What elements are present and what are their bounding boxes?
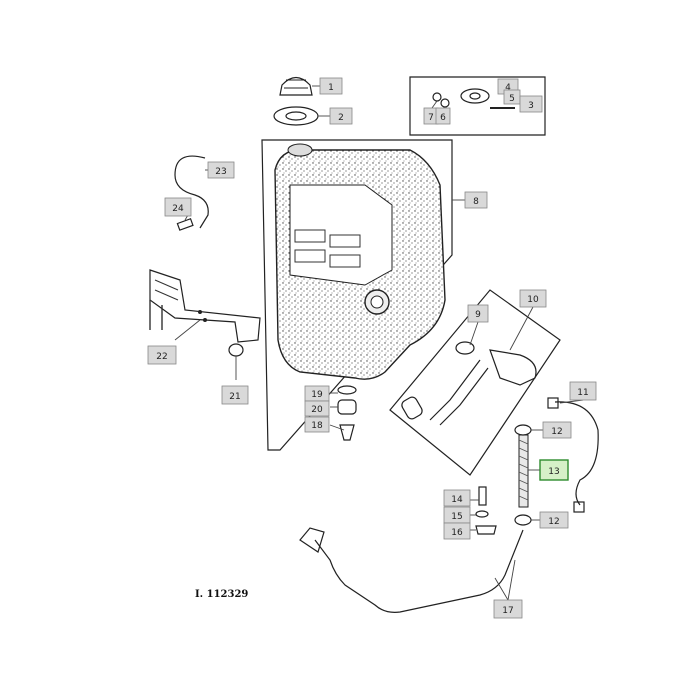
callout-23: 23 [207,161,235,179]
callout-9: 9 [467,304,489,323]
callout-16: 16 [443,522,471,540]
callout-6-text: 6 [440,113,446,123]
mounting-bracket [149,269,261,343]
callout-15: 15 [443,506,471,524]
callout-17: 17 [493,599,523,619]
callout-9-text: 9 [475,310,481,320]
sender-frame [389,289,561,476]
callout-6: 6 [435,107,451,125]
callout-18: 18 [304,416,330,433]
callout-13-text: 13 [548,467,559,477]
callout-12-lower-text: 12 [548,517,559,527]
callout-20: 20 [304,400,330,417]
fuel-pipe [299,527,524,613]
callout-17-text: 17 [502,606,513,616]
cap-seal [273,106,319,126]
callout-12-lower: 12 [539,511,569,529]
callout-5-text: 5 [509,94,515,104]
callout-18-text: 18 [311,421,323,431]
callout-14-text: 14 [451,495,463,505]
callout-22: 22 [147,345,177,365]
callout-11-text: 11 [577,388,588,398]
callout-2: 2 [329,107,353,125]
callout-11: 11 [569,381,597,401]
callout-3-text: 3 [528,101,534,111]
callout-21: 21 [221,385,249,405]
fuel-hose [518,434,529,508]
callout-16-text: 16 [451,528,463,538]
callout-13: 13 [539,459,569,481]
callout-23-text: 23 [215,167,226,177]
callout-19-text: 19 [311,390,323,400]
callout-15-text: 15 [451,512,462,522]
callout-8: 8 [464,191,488,209]
sender-fastener-inset [409,76,546,136]
callout-4-text: 4 [505,83,511,93]
callout-3: 3 [519,95,543,113]
fuel-sender-unit [401,341,537,426]
callout-10-text: 10 [527,295,539,305]
callout-12-upper: 12 [542,421,572,439]
callout-12-upper-text: 12 [551,427,562,437]
callout-21-text: 21 [229,392,240,402]
banjo-fastener [475,486,497,535]
callout-2-text: 2 [338,113,344,123]
callout-1-text: 1 [328,83,334,93]
callout-14: 14 [443,489,471,507]
fuel-tank [274,143,446,380]
callout-10: 10 [519,289,547,308]
drain-plug-assembly [337,385,357,441]
callout-19: 19 [304,385,330,402]
hose-clamp-upper [514,424,532,436]
callout-5: 5 [503,89,521,105]
callout-20-text: 20 [311,405,323,415]
drawing-reference: I. 112329 [195,589,248,600]
breather-hose [174,155,209,231]
callout-8-text: 8 [473,197,479,207]
callout-24-text: 24 [172,204,184,214]
callout-24: 24 [164,197,192,217]
callout-1: 1 [319,77,343,95]
fuel-cap [279,76,313,96]
callout-7-text: 7 [428,113,434,123]
callout-22-text: 22 [156,352,167,362]
hose-clamp-lower [514,514,532,526]
bracket-nut [228,343,244,357]
sender-wiring [547,397,599,513]
